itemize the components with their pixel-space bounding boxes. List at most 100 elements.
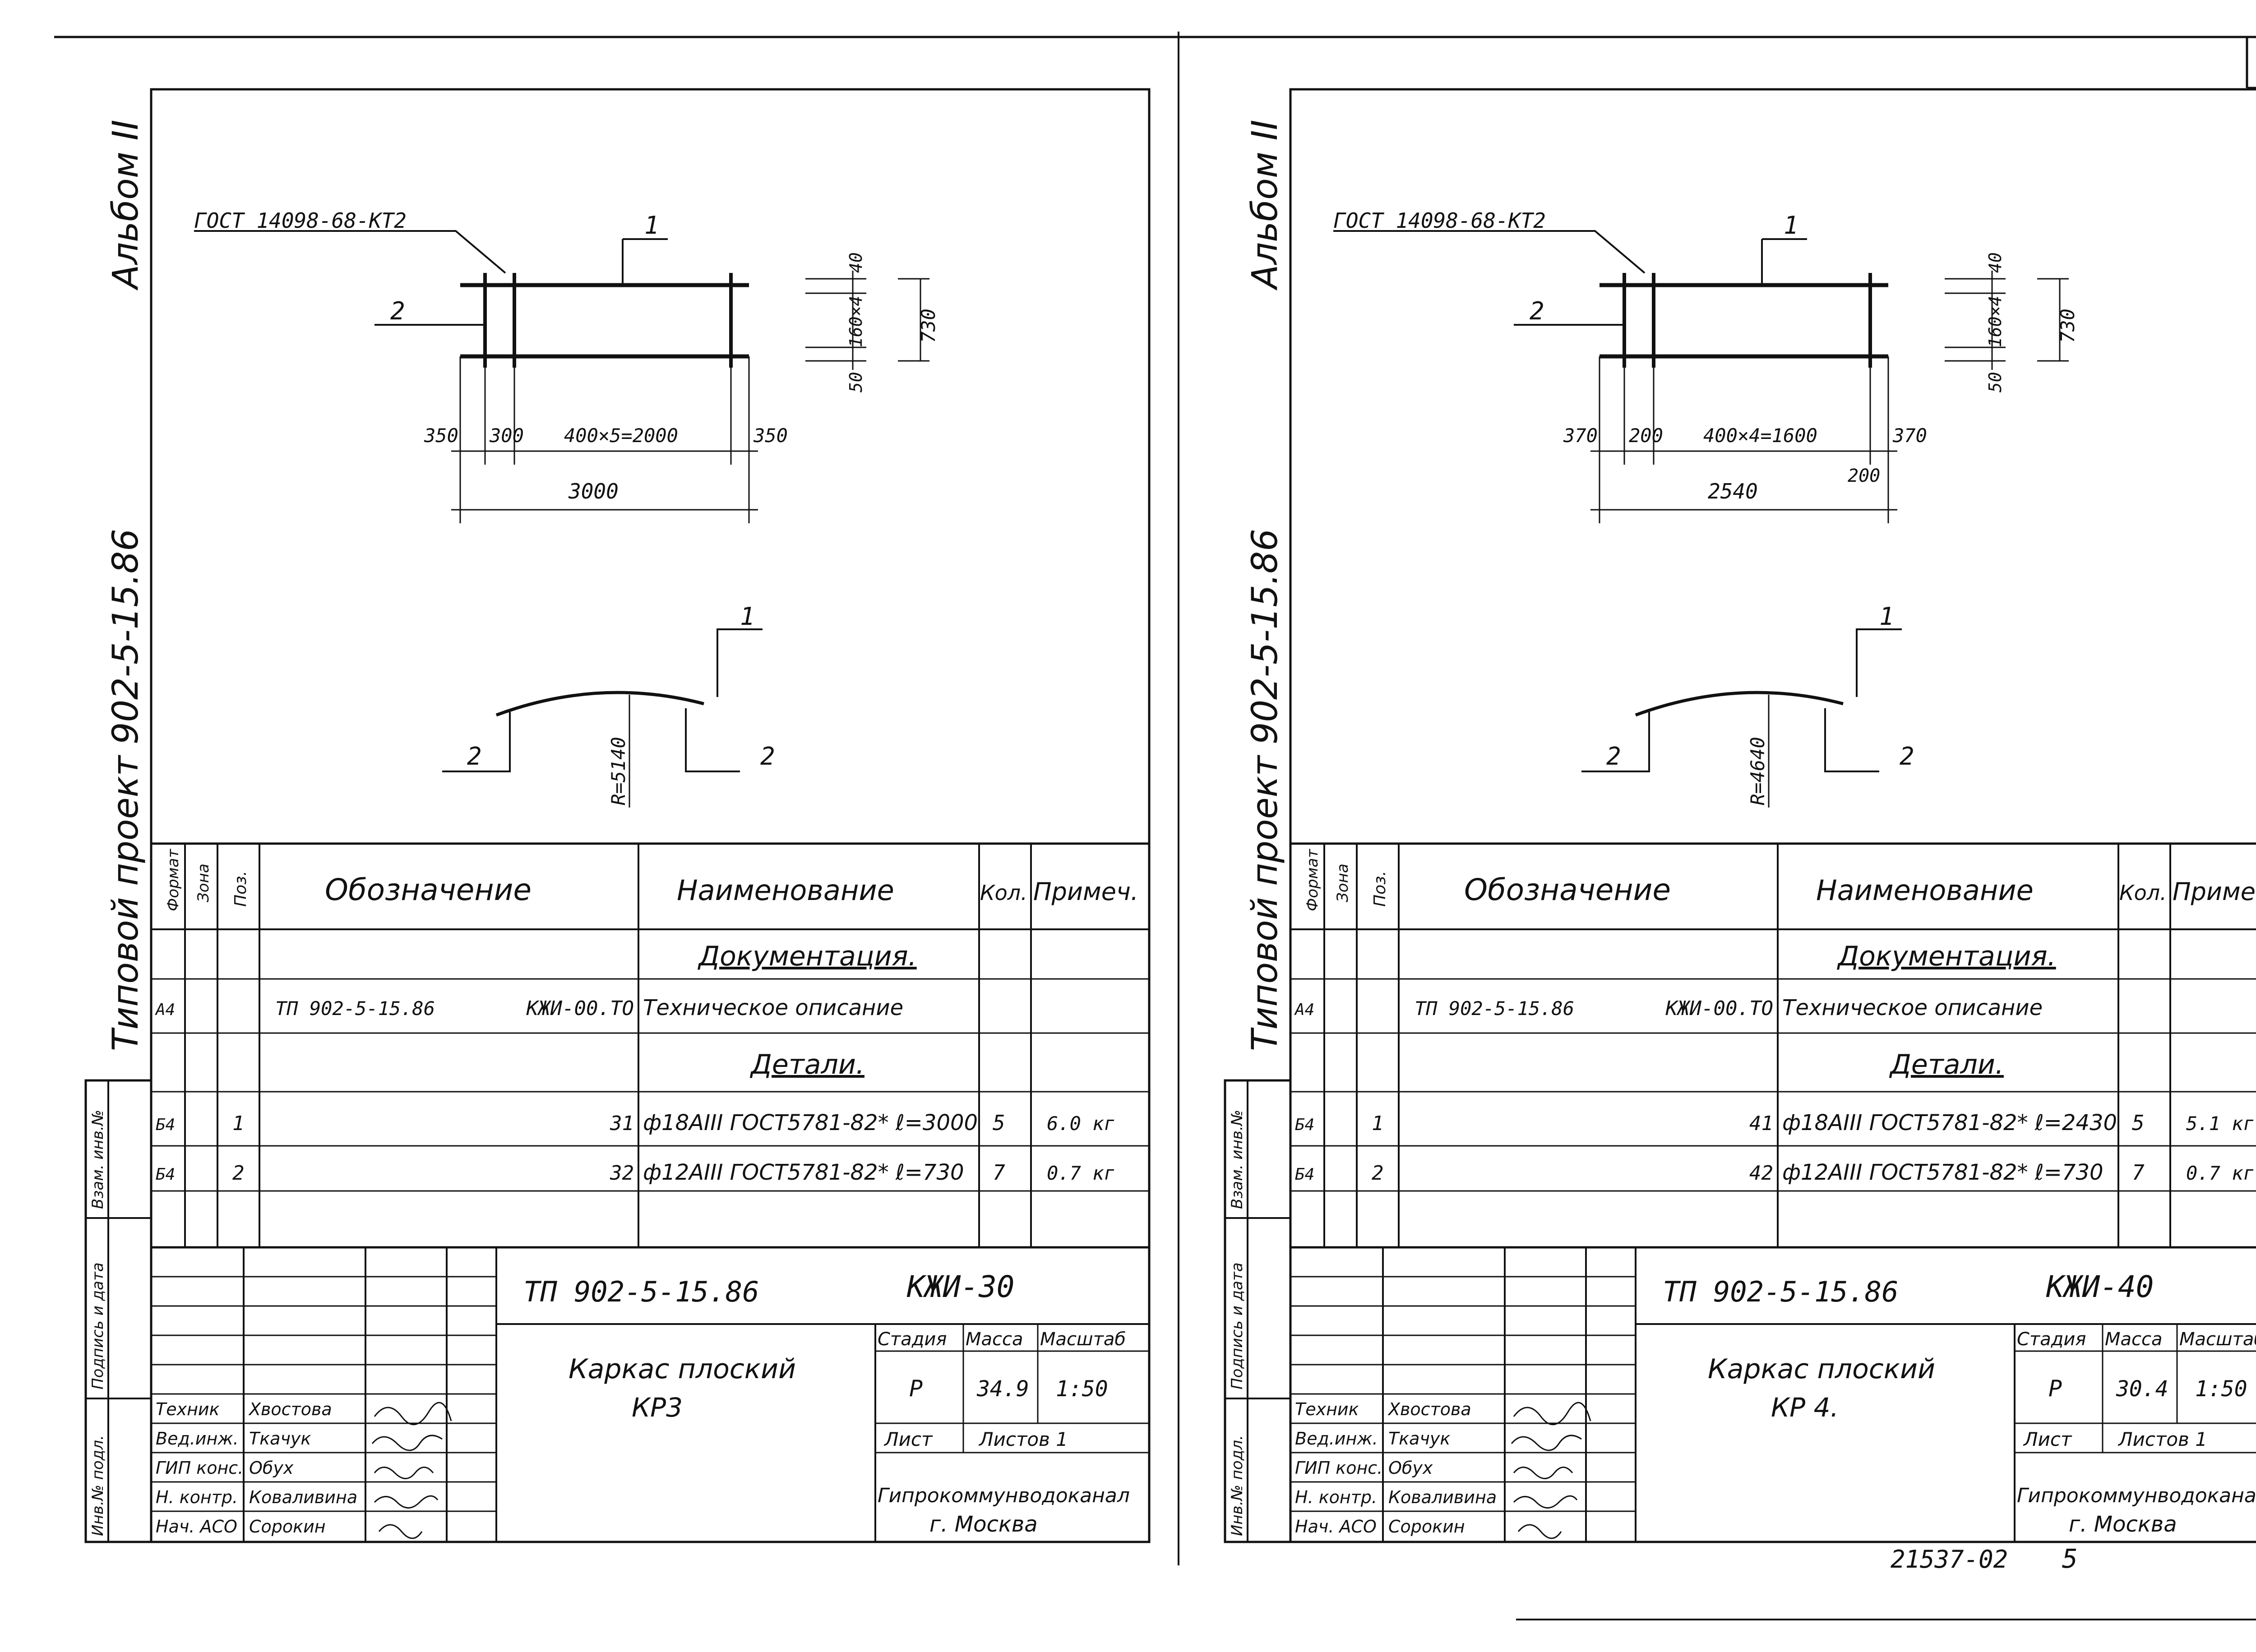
spec-header-qty: Кол.	[980, 881, 1027, 905]
side-stamp-strip	[84, 1079, 153, 1543]
radius-label: R=5140	[607, 737, 629, 805]
footer-sheet-number: 5	[2062, 1543, 2078, 1574]
side-album-label: Альбом II	[1245, 120, 1285, 291]
height-dim-160x4: 160×4	[1985, 296, 2005, 347]
stamp-sheet-label: Лист	[883, 1428, 933, 1450]
side-stamp-strip	[1224, 1079, 1292, 1543]
side-stamp-original: Инв.№ подл.	[89, 1435, 107, 1536]
stamp-name-5: Сорокин	[249, 1517, 326, 1537]
spec-row-5-qty: 7	[2132, 1160, 2145, 1185]
stamp-stage-header: Стадия	[2017, 1329, 2086, 1350]
stamp-name-3: Обух	[1388, 1458, 1433, 1478]
stamp-role-2: Вед.инж.	[1295, 1429, 1378, 1449]
gost-label: ГОСТ 14098-68-КТ2	[194, 208, 407, 233]
length-dim-extra: 200	[1848, 466, 1880, 486]
spec-header-note: Примеч.	[2173, 877, 2256, 906]
spec-row-2-format: А4	[1294, 1001, 1314, 1019]
total-length-dim: 2540	[1708, 479, 1758, 503]
spec-row-4-pos: 1	[1372, 1112, 1384, 1135]
stamp-role-1: Техник	[1295, 1399, 1359, 1419]
title-block-grid	[151, 1247, 1149, 1542]
stamp-name-4: Коваливина	[249, 1487, 357, 1507]
arc-pos-marker-2-right: 2	[760, 742, 775, 771]
spec-row-4-note: 6.0 кг	[1047, 1112, 1115, 1135]
stamp-name-4: Коваливина	[1388, 1487, 1497, 1507]
arc-pos-marker-2-left: 2	[467, 742, 482, 771]
length-dim-end-right: 370	[1892, 425, 1927, 447]
stamp-mass-header: Масса	[966, 1329, 1023, 1350]
length-dim-first-pitch: 200	[1629, 425, 1663, 447]
stamp-project-code: ТП 902-5-15.86	[523, 1275, 759, 1308]
spec-row-4-pos: 1	[232, 1112, 245, 1135]
length-dim-pitch: 400×4=1600	[1703, 425, 1817, 447]
stamp-subtitle: КР 4.	[1771, 1392, 1839, 1423]
footer-doc-code: 21537-02	[1891, 1545, 2008, 1574]
total-length-dim: 3000	[568, 479, 619, 503]
spec-row-2-code: ТП 902-5-15.86	[1415, 997, 1574, 1020]
spec-row-4-code2: 41	[1749, 1112, 1773, 1135]
stamp-title: Каркас плоский	[569, 1353, 796, 1385]
spec-row-4-note: 5.1 кг	[2186, 1112, 2255, 1135]
signature-scribbles	[371, 1402, 452, 1539]
spec-header-name: Наименование	[677, 874, 894, 907]
arc-pos-marker-2-right: 2	[1900, 742, 1914, 771]
frame-arc-view	[1581, 628, 1902, 808]
spec-header-code: Обозначение	[325, 872, 532, 907]
title-block-grid	[1290, 1247, 2256, 1542]
radius-label: R=4640	[1747, 737, 1769, 805]
stamp-name-2: Ткачук	[1388, 1429, 1450, 1449]
stamp-organization: Гипрокоммунводоканал	[2017, 1484, 2256, 1507]
stamp-stage: Р	[909, 1375, 923, 1402]
spec-header-format: Формат	[1304, 849, 1322, 911]
stamp-name-1: Хвостова	[1387, 1399, 1471, 1419]
stamp-mark: КЖИ-30	[906, 1269, 1014, 1304]
height-dim-50: 50	[846, 372, 866, 392]
stamp-role-2: Вед.инж.	[156, 1429, 239, 1449]
stamp-subtitle: КР3	[632, 1392, 683, 1423]
stamp-role-1: Техник	[156, 1399, 220, 1419]
stamp-role-5: Нач. АСО	[1295, 1517, 1377, 1537]
sheet-frame	[150, 88, 1151, 1543]
stamp-mass: 30.4	[2116, 1376, 2168, 1402]
arc-pos-marker-1: 1	[1879, 602, 1894, 631]
arc-pos-marker-1: 1	[740, 602, 755, 631]
spec-row-4-qty: 5	[2132, 1111, 2145, 1135]
stamp-role-4: Н. контр.	[1295, 1487, 1377, 1507]
spec-row-5-code2: 42	[1749, 1162, 1773, 1185]
length-dimension-lines	[1590, 356, 1897, 523]
height-dim-730: 730	[2057, 309, 2079, 343]
frame-plan-view	[1333, 230, 1888, 368]
frame-plan-view	[194, 230, 749, 368]
height-dim-40: 40	[1985, 252, 2005, 273]
spec-row-1-name: Документация.	[697, 941, 916, 972]
spec-row-2-code2: КЖИ-00.ТО	[1665, 997, 1773, 1020]
side-project-label: Типовой проект 902-5-15.86	[1245, 529, 1285, 1051]
side-stamp-replacement: Взам. инв.№	[1228, 1110, 1246, 1209]
stamp-organization: Гипрокоммунводоканал	[878, 1484, 1130, 1507]
stamp-sheets-label: Листов 1	[978, 1428, 1068, 1450]
height-dim-730: 730	[917, 309, 939, 343]
spec-row-4-format: Б4	[1295, 1116, 1314, 1134]
page-frame-lines	[54, 32, 2256, 1620]
height-dimension-lines	[805, 271, 929, 370]
pos-marker-1: 1	[1784, 211, 1798, 240]
spec-header-pos: Поз.	[231, 871, 250, 907]
stamp-scale-header: Масштаб	[2179, 1329, 2256, 1350]
gost-label: ГОСТ 14098-68-КТ2	[1333, 208, 1546, 233]
spec-row-5-format: Б4	[1295, 1165, 1314, 1184]
stamp-role-3: ГИП конс.	[156, 1458, 243, 1478]
spec-row-5-code2: 32	[610, 1162, 634, 1185]
spec-row-4-name: ф18АIII ГОСТ5781-82* ℓ=3000	[643, 1110, 978, 1135]
signature-scribbles	[1511, 1402, 1591, 1539]
stamp-mass: 34.9	[976, 1376, 1029, 1402]
spec-row-5-name: ф12АIII ГОСТ5781-82* ℓ=730	[643, 1160, 964, 1185]
spec-row-3-name: Детали.	[749, 1049, 864, 1080]
spec-row-5-name: ф12АIII ГОСТ5781-82* ℓ=730	[1782, 1160, 2103, 1185]
side-project-label: Типовой проект 902-5-15.86	[106, 529, 146, 1051]
spec-row-4-qty: 5	[993, 1111, 1005, 1135]
spec-row-2-format: А4	[155, 1001, 175, 1019]
length-dimension-lines	[451, 356, 758, 523]
spec-row-2-name: Техническое описание	[643, 995, 903, 1020]
